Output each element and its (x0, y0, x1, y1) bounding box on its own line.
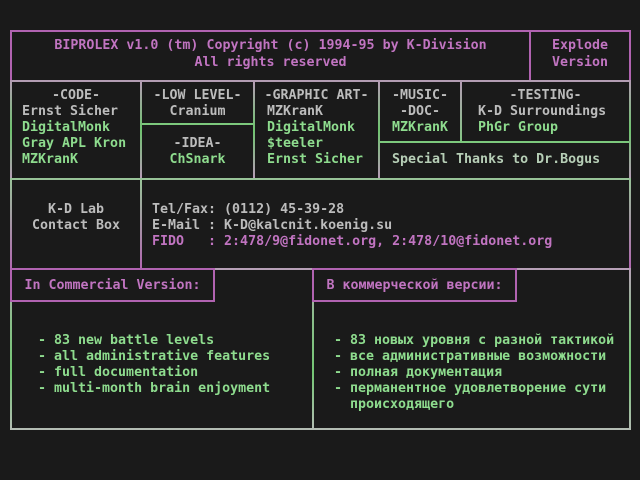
credits-testing-name: PhGr Group (478, 120, 559, 135)
commercial-en-header: In Commercial Version: (24, 278, 201, 293)
credits-music-name: MZKranK (391, 120, 449, 135)
commercial-en-box (10, 268, 314, 430)
credits-code-header: -CODE- (51, 88, 101, 103)
commercial-en-item: - 83 new battle levels (38, 333, 215, 348)
credits-graphicart-name: DigitalMonk (267, 120, 356, 135)
commercial-ru-item: - полная документация (334, 365, 503, 380)
credits-code-name: MZKranK (22, 152, 79, 167)
contact-label-line1: K-D Lab (47, 202, 105, 217)
divider-thanks (380, 141, 629, 143)
divider-contact (140, 180, 142, 268)
version-line2: Version (551, 55, 609, 70)
special-thanks-text: Special Thanks to Dr.Bogus (392, 152, 601, 167)
title-line2: All rights reserved (194, 55, 347, 70)
credits-code-name: Ernst Sicher (22, 104, 119, 119)
commercial-ru-item: - 83 новых уровня с разной тактикой (334, 333, 615, 348)
commercial-ru-header: В коммерческой версии: (326, 278, 503, 293)
contact-fido: FIDO : 2:478/9@fidonet.org, 2:478/10@fid… (152, 234, 553, 249)
contact-box (10, 178, 631, 270)
contact-telfax: Tel/Fax: (0112) 45-39-28 (152, 202, 345, 217)
credits-lowlevel-header: -LOW LEVEL- (153, 88, 242, 103)
credits-graphicart-name: Ernst Sicher (267, 152, 364, 167)
commercial-en-item: - all administrative features (38, 349, 271, 364)
credits-doc-header: -DOC- (399, 104, 441, 119)
commercial-en-header-tab (10, 268, 215, 302)
version-line1: Explode (551, 38, 609, 53)
commercial-ru-item: - перманентное удовлетворение сути (334, 381, 607, 396)
commercial-ru-box (312, 268, 631, 430)
commercial-ru-item: - все административные возможности (334, 349, 607, 364)
divider-graphicart-music (378, 82, 380, 178)
credits-code-name: DigitalMonk (22, 120, 111, 135)
commercial-ru-item-wrap: происходящего (334, 397, 455, 412)
credits-code-name: Gray APL Kron (22, 136, 127, 151)
divider-lowlevel-graphicart (253, 82, 255, 178)
commercial-en-item: - full documentation (38, 365, 199, 380)
contact-label-line2: Contact Box (31, 218, 121, 233)
credits-graphicart-name: $teeler (267, 136, 324, 151)
credits-testing-header: -TESTING- (509, 88, 582, 103)
commercial-en-item: - multi-month brain enjoyment (38, 381, 271, 396)
divider-music-testing (460, 82, 462, 141)
credits-idea-name: ChSnark (169, 152, 226, 167)
title-line1: BIPROLEX v1.0 (tm) Copyright (c) 1994-95… (54, 38, 487, 53)
divider-lowlevel-idea (142, 123, 253, 125)
credits-lowlevel-name: Cranium (169, 104, 226, 119)
credits-graphicart-header: -GRAPHIC ART- (264, 88, 369, 103)
credits-idea-header: -IDEA- (173, 136, 222, 151)
commercial-ru-header-tab (312, 268, 517, 302)
credits-graphicart-name: MZKranK (267, 104, 324, 119)
credits-music-header: -MUSIC- (391, 88, 449, 103)
credits-box (10, 80, 631, 180)
divider-code-lowlevel (140, 82, 142, 178)
contact-email: E-Mail : K-D@kalcnit.koenig.su (152, 218, 393, 233)
credits-testing-name: K-D Surroundings (478, 104, 607, 119)
